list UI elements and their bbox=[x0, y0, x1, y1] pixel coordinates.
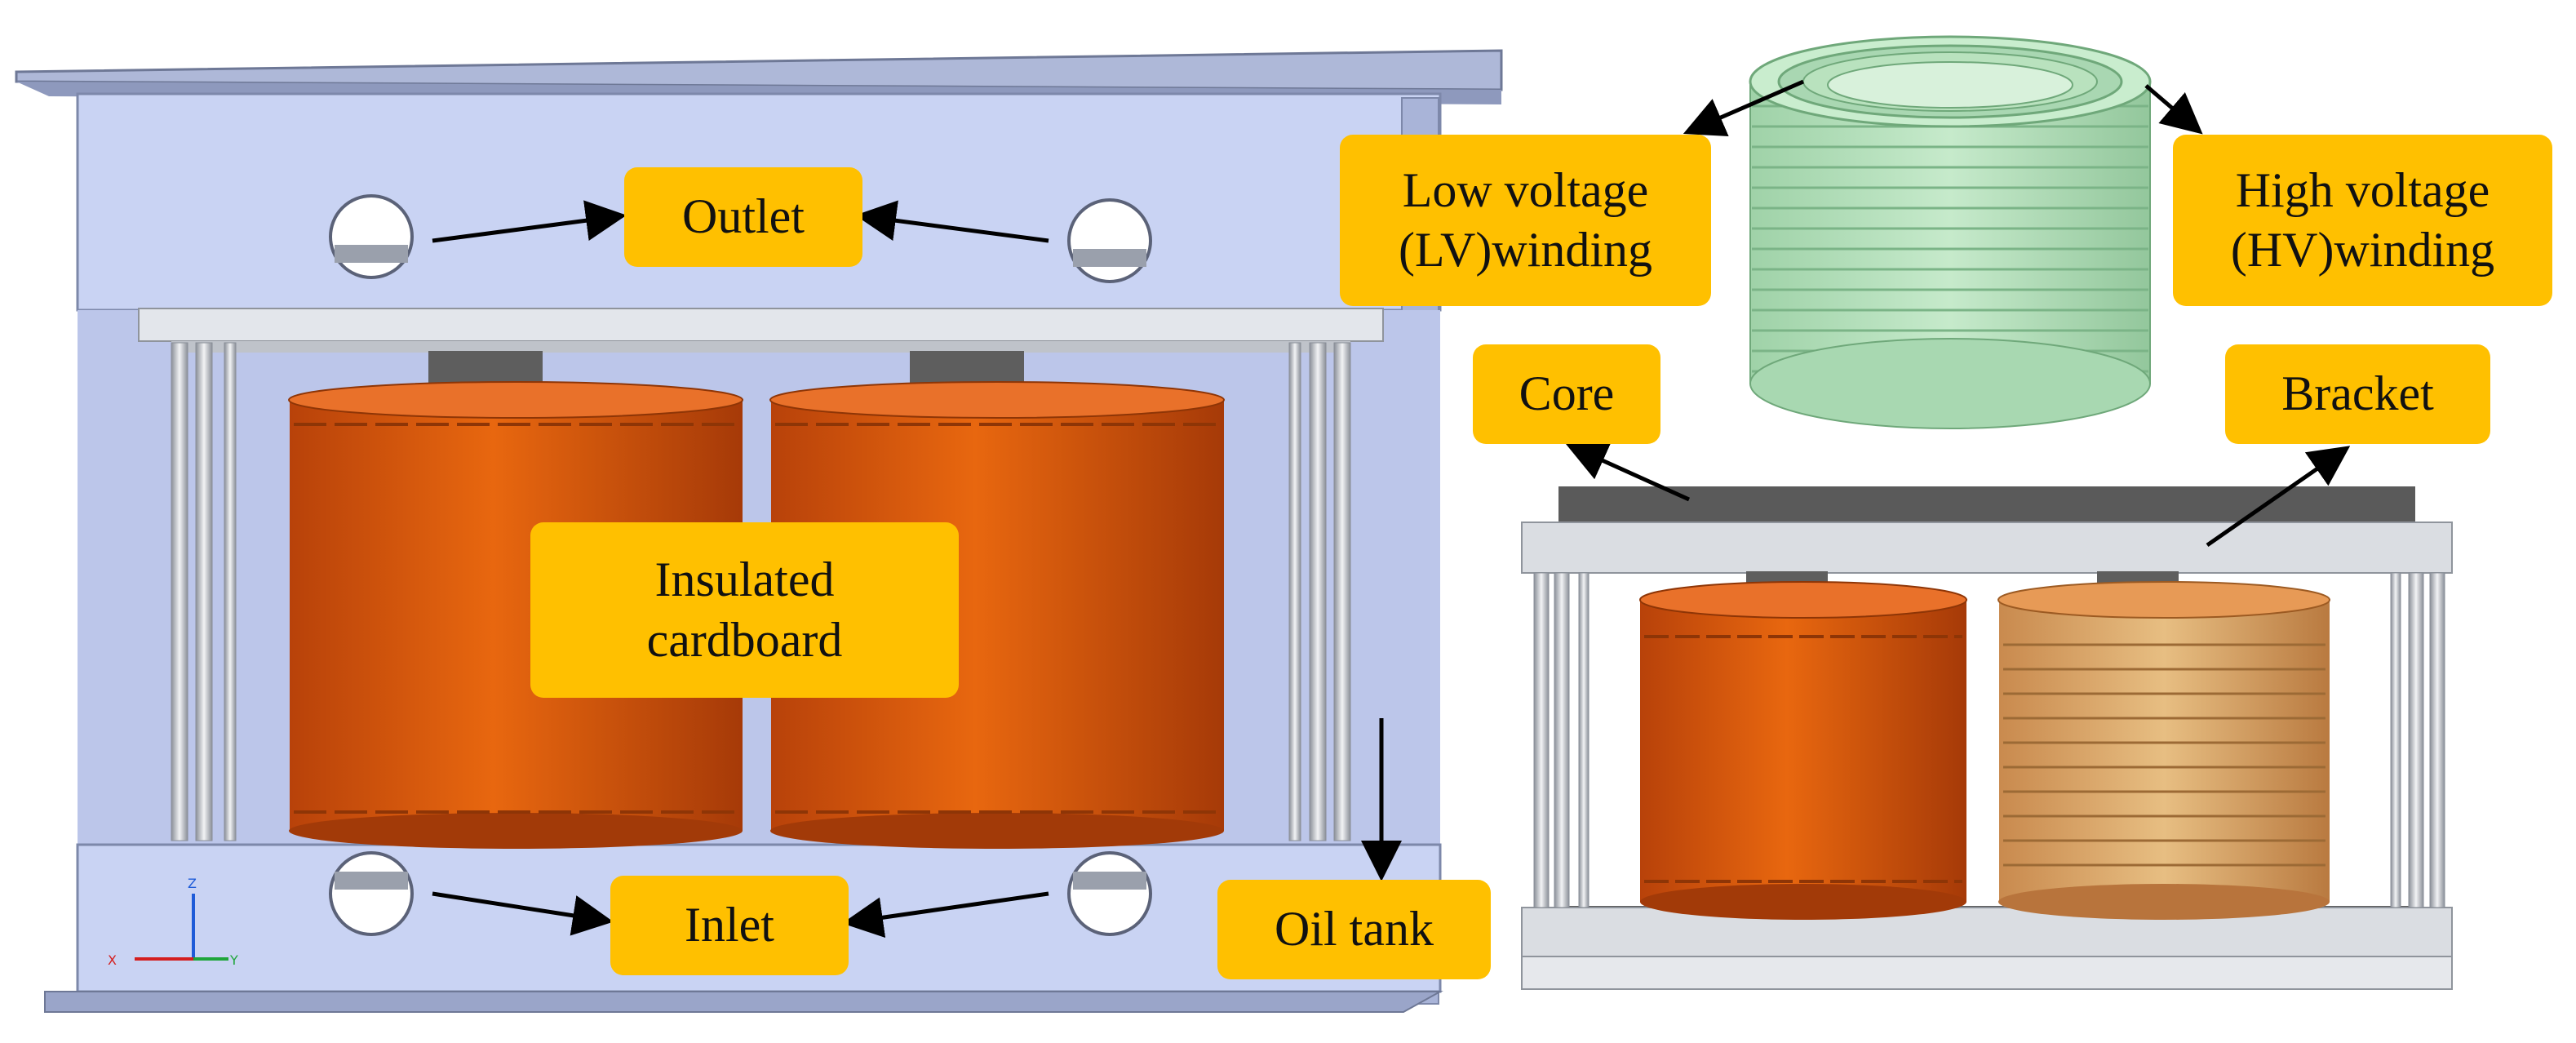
arrow-hv-winding bbox=[2144, 84, 2203, 135]
lv-winding-line2: (LV)winding bbox=[1398, 223, 1653, 277]
bracket-top-beam bbox=[1521, 522, 2453, 574]
hv-winding-coil bbox=[1749, 35, 2152, 429]
axis-triad: Z X Y bbox=[108, 876, 238, 968]
hv-winding-line2: (HV)winding bbox=[2230, 223, 2495, 277]
outlet-port-left bbox=[329, 194, 414, 279]
arrow-lv-winding bbox=[1683, 79, 1804, 136]
oil-tank-label-text: Oil tank bbox=[1275, 902, 1434, 956]
arrow-bracket bbox=[2206, 446, 2351, 548]
arrow-inlet-left bbox=[432, 891, 614, 936]
core-label-text: Core bbox=[1519, 366, 1615, 421]
axis-x-label: X bbox=[108, 952, 117, 968]
arrow-inlet-right bbox=[842, 891, 1049, 939]
inlet-port-left bbox=[329, 851, 414, 936]
inlet-label-text: Inlet bbox=[685, 898, 774, 952]
hv-winding-label: High voltage (HV)winding bbox=[2173, 135, 2552, 306]
core-label: Core bbox=[1473, 344, 1660, 444]
core-bracket-assembly bbox=[1521, 486, 2453, 990]
lv-cardboard-cylinder bbox=[1639, 581, 1967, 920]
arrow-outlet-right bbox=[855, 200, 1049, 243]
bracket-label: Bracket bbox=[2225, 344, 2490, 444]
insulated-cardboard-line2: cardboard bbox=[646, 612, 843, 667]
insulated-cardboard-line1: Insulated bbox=[654, 553, 835, 607]
outlet-port-right bbox=[1067, 198, 1152, 283]
arrows bbox=[432, 79, 2351, 939]
hv-translucent-cylinder bbox=[1997, 581, 2330, 920]
cardboard-cylinder-right bbox=[769, 381, 1225, 849]
oil-tank-label: Oil tank bbox=[1217, 880, 1491, 979]
bracket-label-text: Bracket bbox=[2281, 366, 2434, 421]
inlet-label: Inlet bbox=[610, 876, 849, 975]
bracket-bottom-beam bbox=[1521, 907, 2453, 957]
outlet-label-text: Outlet bbox=[682, 189, 805, 244]
insulated-cardboard-label: Insulated cardboard bbox=[530, 522, 959, 698]
lv-winding-line1: Low voltage bbox=[1402, 162, 1649, 217]
inlet-port-right bbox=[1067, 851, 1152, 936]
arrow-outlet-left bbox=[432, 200, 627, 243]
arrow-core bbox=[1565, 442, 1691, 502]
hv-winding-line1: High voltage bbox=[2235, 162, 2490, 217]
axis-y-label: Y bbox=[229, 952, 238, 968]
outlet-label: Outlet bbox=[624, 167, 862, 267]
axis-z-label: Z bbox=[188, 876, 197, 891]
lv-winding-label: Low voltage (LV)winding bbox=[1340, 135, 1711, 306]
tank-top-yoke-bracket bbox=[138, 308, 1384, 342]
